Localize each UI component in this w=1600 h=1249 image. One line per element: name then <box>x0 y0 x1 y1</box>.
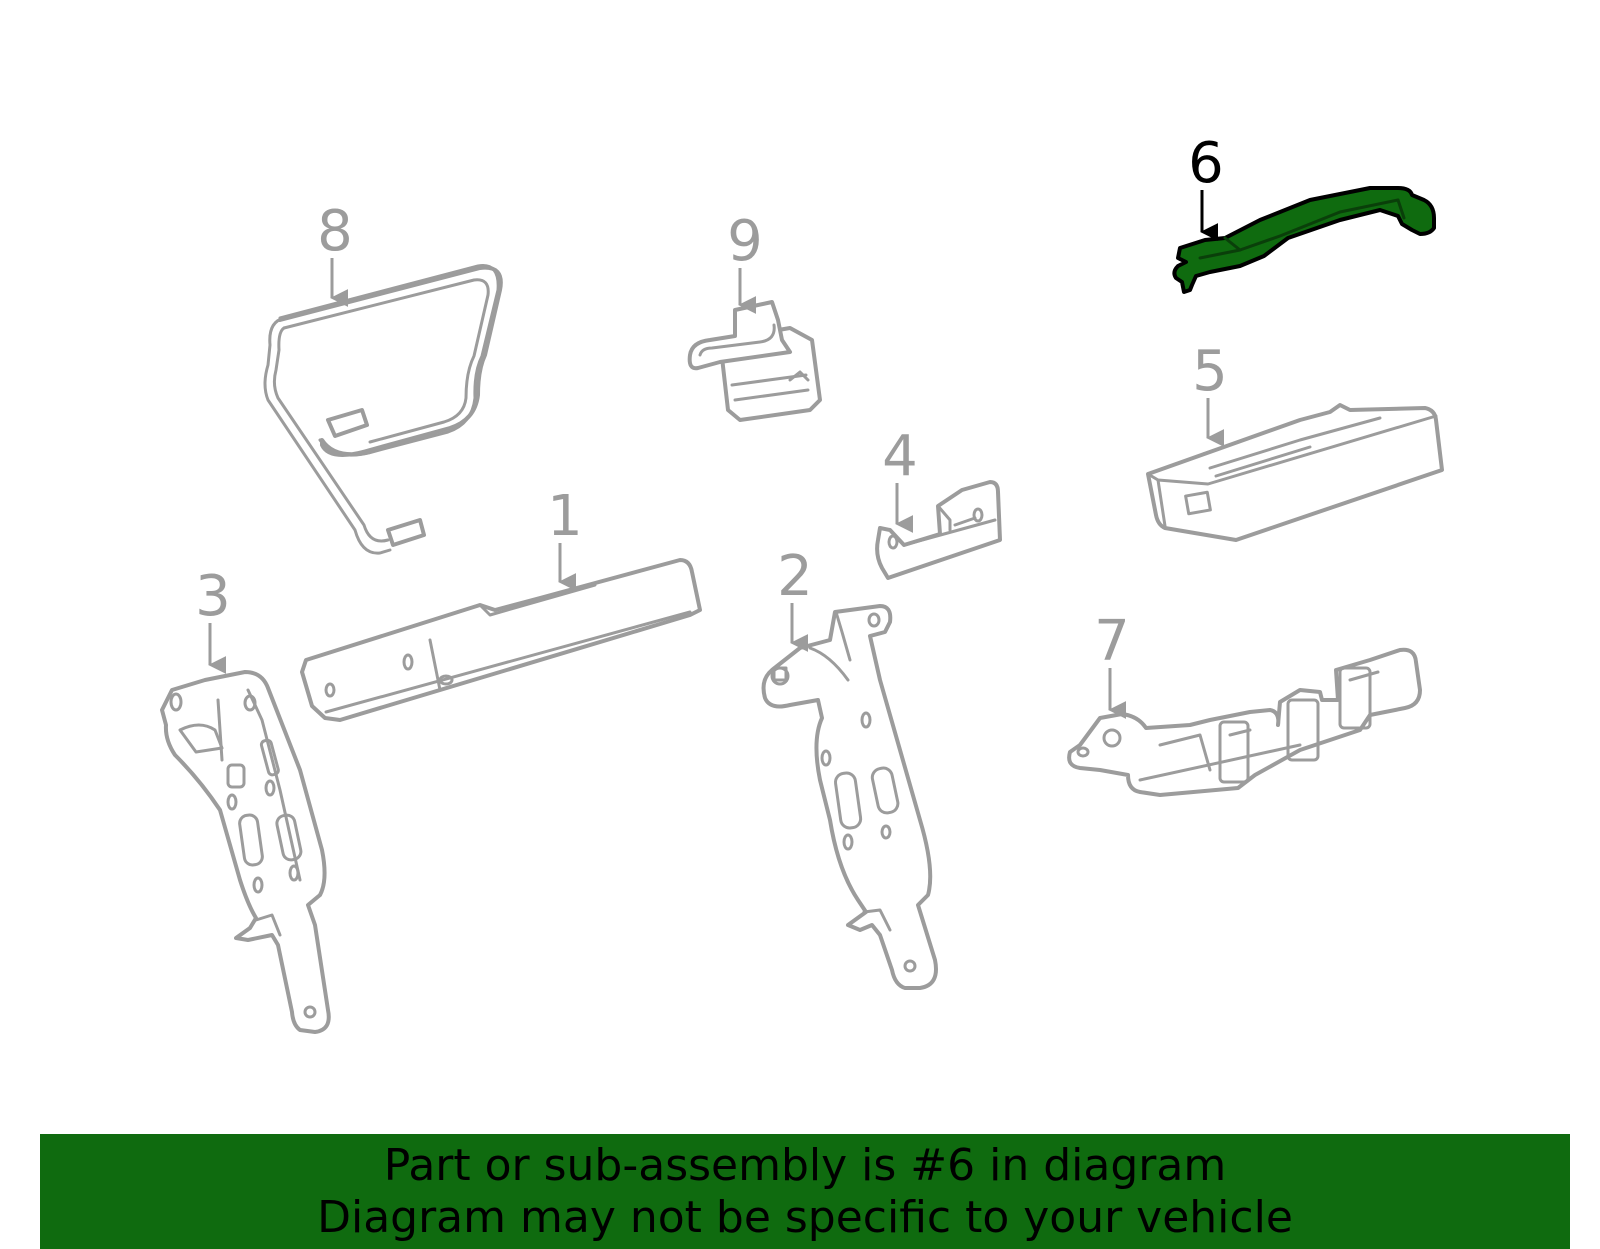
part-5-control-module[interactable] <box>1146 403 1444 542</box>
banner-line-disclaimer: Diagram may not be specific to your vehi… <box>317 1191 1293 1243</box>
part-4-bracket[interactable] <box>875 480 1002 580</box>
callout-label-5: 5 <box>1192 339 1228 404</box>
callout-label-4: 4 <box>882 424 918 489</box>
callout-label-3: 3 <box>195 564 231 629</box>
info-banner: Part or sub-assembly is #6 in diagram Di… <box>40 1134 1570 1249</box>
callout-label-7: 7 <box>1094 609 1130 674</box>
part-9-door-check[interactable] <box>687 300 822 422</box>
callout-label-1: 1 <box>547 484 583 549</box>
callout-6: 6 <box>1188 131 1224 241</box>
part-8-wire-harness[interactable] <box>263 264 503 555</box>
callout-4: 4 <box>882 424 918 533</box>
part-7-hinge-strap[interactable] <box>1067 647 1422 797</box>
part-2-hinge-bracket[interactable] <box>761 604 938 990</box>
callout-3: 3 <box>195 564 231 674</box>
callout-1: 1 <box>547 484 583 591</box>
callout-label-2: 2 <box>777 544 813 609</box>
part-1-reinforcement-beam[interactable] <box>300 558 702 722</box>
callout-label-6: 6 <box>1188 131 1224 196</box>
callout-7: 7 <box>1094 609 1130 719</box>
callout-9: 9 <box>727 209 763 314</box>
callout-2: 2 <box>777 544 813 652</box>
callout-5: 5 <box>1192 339 1228 447</box>
callout-label-8: 8 <box>317 199 353 264</box>
part-6-door-handle[interactable] <box>1172 186 1436 294</box>
part-3-hinge-bracket[interactable] <box>160 670 331 1034</box>
banner-line-part-info: Part or sub-assembly is #6 in diagram <box>383 1139 1227 1191</box>
callout-8: 8 <box>317 199 353 307</box>
callout-label-9: 9 <box>727 209 763 274</box>
